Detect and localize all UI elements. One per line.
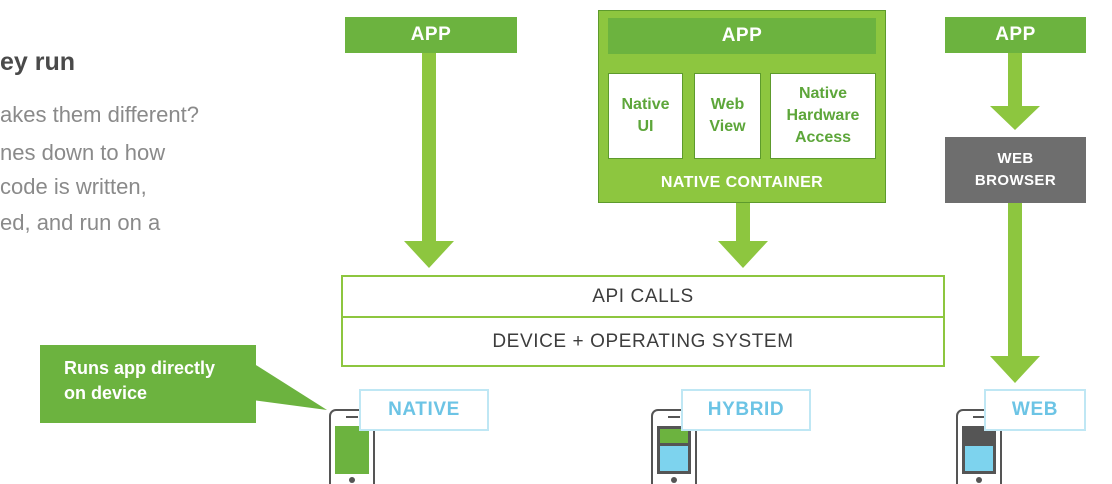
device-os-layer: DEVICE + OPERATING SYSTEM <box>492 330 794 352</box>
intro-line-3: code is written, <box>0 174 147 199</box>
native-ui-box: Native UI <box>608 73 683 159</box>
section-heading: ey run <box>0 48 76 76</box>
intro-line-4: ed, and run on a <box>0 210 161 235</box>
layer-divider <box>343 316 943 318</box>
web-browser-box: WEB BROWSER <box>945 137 1086 203</box>
device-os-stack <box>341 275 945 367</box>
arrow-down-icon <box>404 53 454 268</box>
intro-line-2: nes down to how <box>0 140 166 165</box>
hybrid-app-bar: APP <box>608 18 876 54</box>
web-app-bar: APP <box>945 17 1086 53</box>
native-container-label: NATIVE CONTAINER <box>660 174 824 191</box>
arrow-down-icon <box>990 203 1040 383</box>
arrow-down-icon <box>990 53 1040 130</box>
native-hardware-access-box: Native Hardware Access <box>770 73 876 159</box>
native-callout: Runs app directly on device <box>40 345 256 423</box>
web-label: WEB <box>984 389 1086 431</box>
api-calls-layer: API CALLS <box>592 285 694 307</box>
arrow-down-icon <box>718 203 768 268</box>
web-view-box: Web View <box>694 73 761 159</box>
hybrid-label: HYBRID <box>681 389 811 431</box>
intro-line-1: akes them different? <box>0 102 199 127</box>
native-label: NATIVE <box>359 389 489 431</box>
native-app-bar: APP <box>345 17 517 53</box>
